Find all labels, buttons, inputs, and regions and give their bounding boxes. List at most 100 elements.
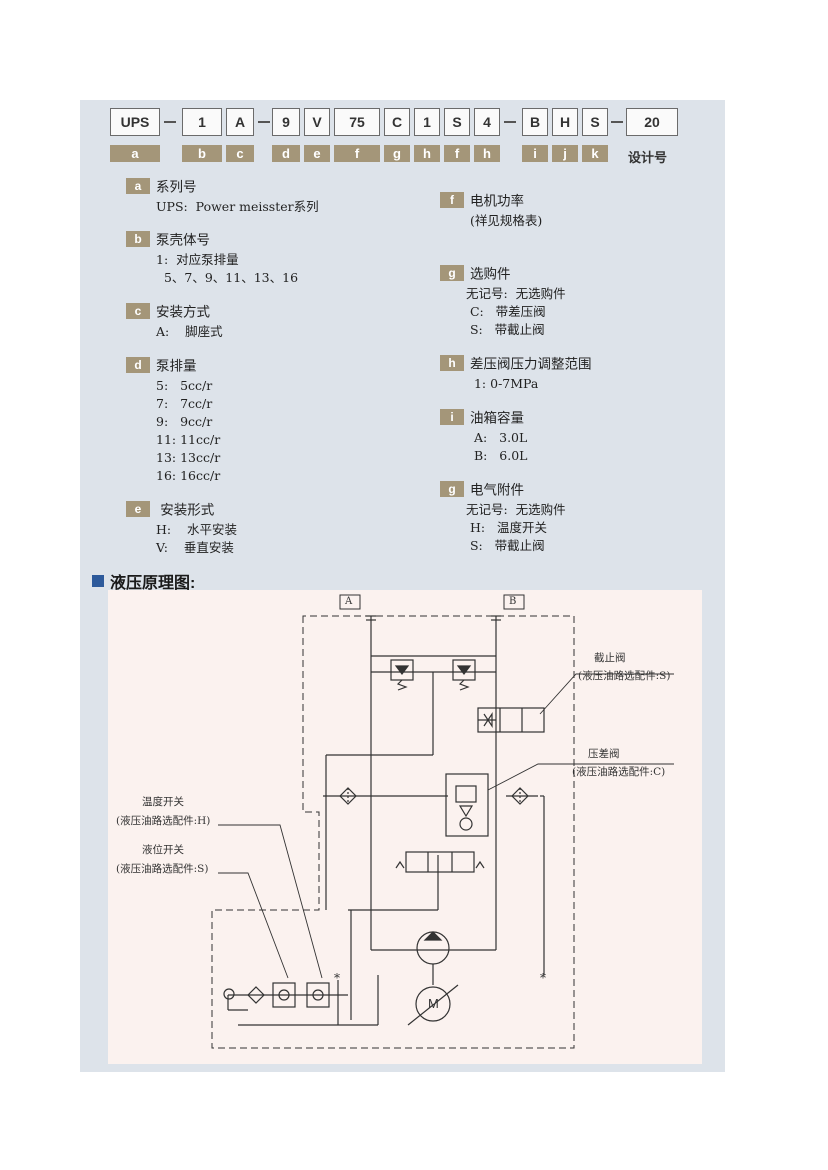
section-options: g 选购件 无记号: 无选购件 C: 带差压阀 S: 带截止阀 <box>440 262 566 339</box>
design-number-label: 设计号 <box>628 150 668 165</box>
port-a-box <box>339 594 361 610</box>
section-title: 安装方式 <box>156 304 210 321</box>
section-title: 泵排量 <box>156 358 197 375</box>
section-line: 7: 7cc/r <box>156 395 213 411</box>
code-box-pressure: 4 <box>474 108 500 136</box>
section-title: 油箱容量 <box>470 410 524 427</box>
section-title: 电气附件 <box>470 482 524 499</box>
section-title: 差压阀压力调整范围 <box>470 356 592 373</box>
code-letter: d <box>272 145 300 162</box>
diff-pressure-valve-label: 压差阀 <box>588 748 620 760</box>
section-line: 13: 13cc/r <box>156 449 221 465</box>
section-title: 系列号 <box>156 179 197 196</box>
code-box-option: C <box>384 108 410 136</box>
code-separator <box>164 121 176 123</box>
leader-lines <box>218 673 674 979</box>
section-line: 无记号: 无选购件 <box>466 285 566 301</box>
section-line: 11: 11cc/r <box>156 431 221 447</box>
diff-pressure-valve-symbol <box>445 773 489 837</box>
port-b-label: B <box>509 596 517 607</box>
directional-valve-symbol <box>395 851 485 873</box>
hydraulic-schematic: * * A B 截止阀 (液压油路选配件:S) 压差阀 (液压油路选配件:C) … <box>108 590 702 1064</box>
code-letter: b <box>182 145 222 162</box>
section-line: 1: 0-7MPa <box>470 375 539 391</box>
section-title: 泵壳体号 <box>156 232 210 249</box>
section-line: S: 带截止阀 <box>466 321 545 337</box>
code-letter: e <box>304 145 330 162</box>
schematic-heading: 液压原理图: <box>92 569 195 593</box>
port-b-box <box>503 594 525 610</box>
code-box-electrical: S <box>582 108 608 136</box>
code-box-tank: B <box>522 108 548 136</box>
code-box-series: UPS <box>110 108 160 136</box>
code-separator <box>611 121 623 123</box>
section-line: (祥见规格表) <box>470 212 543 228</box>
code-separator <box>258 121 270 123</box>
section-tag: h <box>440 354 464 371</box>
temp-switch-option-label: (液压油路选配件:H) <box>116 815 211 827</box>
hydraulic-lines <box>227 615 545 1026</box>
shutoff-valve-option-label: (液压油路选配件:S) <box>578 670 671 682</box>
section-line: A: 脚座式 <box>156 323 223 339</box>
hydraulic-circuit-drawing: * * <box>211 594 674 1049</box>
port-a-label: A <box>345 596 353 607</box>
motor-symbol <box>407 984 459 1026</box>
svg-text:*: * <box>540 971 546 985</box>
section-title: 安装形式 <box>156 502 215 519</box>
section-orientation: e 安装形式 H: 水平安装 V: 垂直安装 <box>126 498 237 557</box>
section-tag: e <box>126 500 150 517</box>
shutoff-valve-symbol <box>477 707 545 733</box>
relief-valve-left <box>390 659 414 691</box>
section-tag: b <box>126 230 150 247</box>
section-tag: g <box>440 480 464 497</box>
section-line: S: 带截止阀 <box>466 537 545 553</box>
section-line: B: 6.0L <box>470 447 528 463</box>
section-line: 无记号: 无选购件 <box>466 501 566 517</box>
filter-left <box>339 787 357 805</box>
section-line: 9: 9cc/r <box>156 413 213 429</box>
code-box-orientation: V <box>304 108 330 136</box>
section-line: H: 水平安装 <box>156 521 238 537</box>
code-box-motor-power: 75 <box>334 108 380 136</box>
section-line: V: 垂直安装 <box>156 539 234 555</box>
code-box-displacement: 9 <box>272 108 300 136</box>
section-line: C: 带差压阀 <box>466 303 546 319</box>
schematic-heading-text: 液压原理图: <box>110 575 196 592</box>
code-letter: i <box>522 145 548 162</box>
code-letter: a <box>110 145 160 162</box>
section-title: 选购件 <box>470 266 511 283</box>
code-letter: k <box>582 145 608 162</box>
code-letter: j <box>552 145 578 162</box>
section-tag: f <box>440 191 464 208</box>
code-letter: f <box>444 145 470 162</box>
code-box-electrical: H <box>552 108 578 136</box>
section-line: 5: 5cc/r <box>156 377 213 393</box>
pump-symbol <box>416 931 450 985</box>
temp-switch-label: 温度开关 <box>142 796 184 808</box>
level-switch-label: 液位开关 <box>142 844 184 856</box>
code-box-design: 20 <box>626 108 678 136</box>
section-line: 16: 16cc/r <box>156 467 221 483</box>
section-tag: g <box>440 264 464 281</box>
filler-breather-symbol <box>223 986 265 1004</box>
shutoff-valve-label: 截止阀 <box>594 652 626 664</box>
code-letter: f <box>334 145 380 162</box>
code-box-option: S <box>444 108 470 136</box>
section-line: UPS: Power meisster系列 <box>156 198 319 214</box>
diff-pressure-valve-option-label: (液压油路选配件:C) <box>572 766 666 778</box>
level-switch-option-label: (液压油路选配件:S) <box>116 863 209 875</box>
section-tag: i <box>440 408 464 425</box>
section-line: 1: 对应泵排量 <box>156 251 239 267</box>
code-letter: h <box>474 145 500 162</box>
code-separator <box>504 121 516 123</box>
code-letter: c <box>226 145 254 162</box>
square-bullet-icon <box>92 575 104 587</box>
temp-switch-symbol <box>306 982 330 1008</box>
code-box-housing: 1 <box>182 108 222 136</box>
enclosure-outline <box>211 615 575 1049</box>
